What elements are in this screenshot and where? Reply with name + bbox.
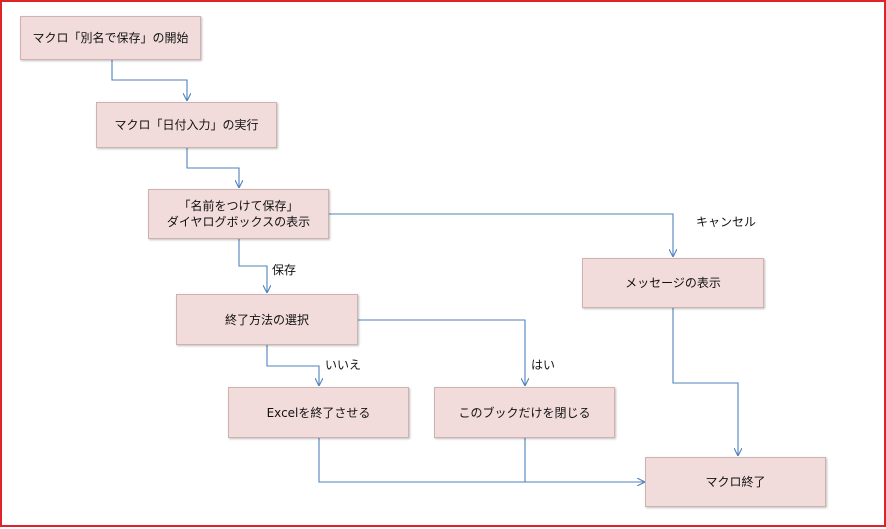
connector-close-book-to-end [524,438,644,483]
node-start-label: マクロ「別名で保存」の開始 [32,31,189,45]
node-dialog: 「名前をつけて保存」 ダイヤログボックスの表示 [148,189,329,239]
connector-quit-excel-to-end [318,438,644,482]
edge-label-yes: はい [531,358,556,372]
connector-select-to-close-book [358,319,525,385]
node-macro-end-label: マクロ終了 [705,475,766,489]
node-message: メッセージの表示 [582,258,764,308]
node-select-end-label: 終了方法の選択 [224,312,309,327]
connector-run-date-to-dialog [186,148,239,187]
edge-label-no: いいえ [325,358,362,372]
node-start: マクロ「別名で保存」の開始 [20,16,201,60]
edge-label-cancel: キャンセル [696,215,757,229]
node-select-end: 終了方法の選択 [176,294,358,345]
connector-select-to-quit-excel [266,345,319,385]
node-dialog-label-line1: 「名前をつけて保存」 [178,199,299,213]
node-quit-excel: Excelを終了させる [228,387,409,438]
node-close-book: このブックだけを閉じる [434,387,615,438]
node-close-book-label: このブックだけを閉じる [458,405,591,420]
node-run-date-label: マクロ「日付入力」の実行 [114,118,259,132]
edge-label-save: 保存 [272,263,297,277]
node-message-label: メッセージの表示 [625,276,721,290]
connector-message-to-end [672,308,738,455]
node-macro-end: マクロ終了 [645,457,826,507]
node-quit-excel-label: Excelを終了させる [266,405,371,420]
node-dialog-label-line2: ダイヤログボックスの表示 [166,215,311,229]
node-run-date: マクロ「日付入力」の実行 [96,102,277,148]
connector-start-to-run-date [111,60,187,100]
connector-dialog-to-message [329,213,673,256]
connector-dialog-to-select [238,239,267,292]
